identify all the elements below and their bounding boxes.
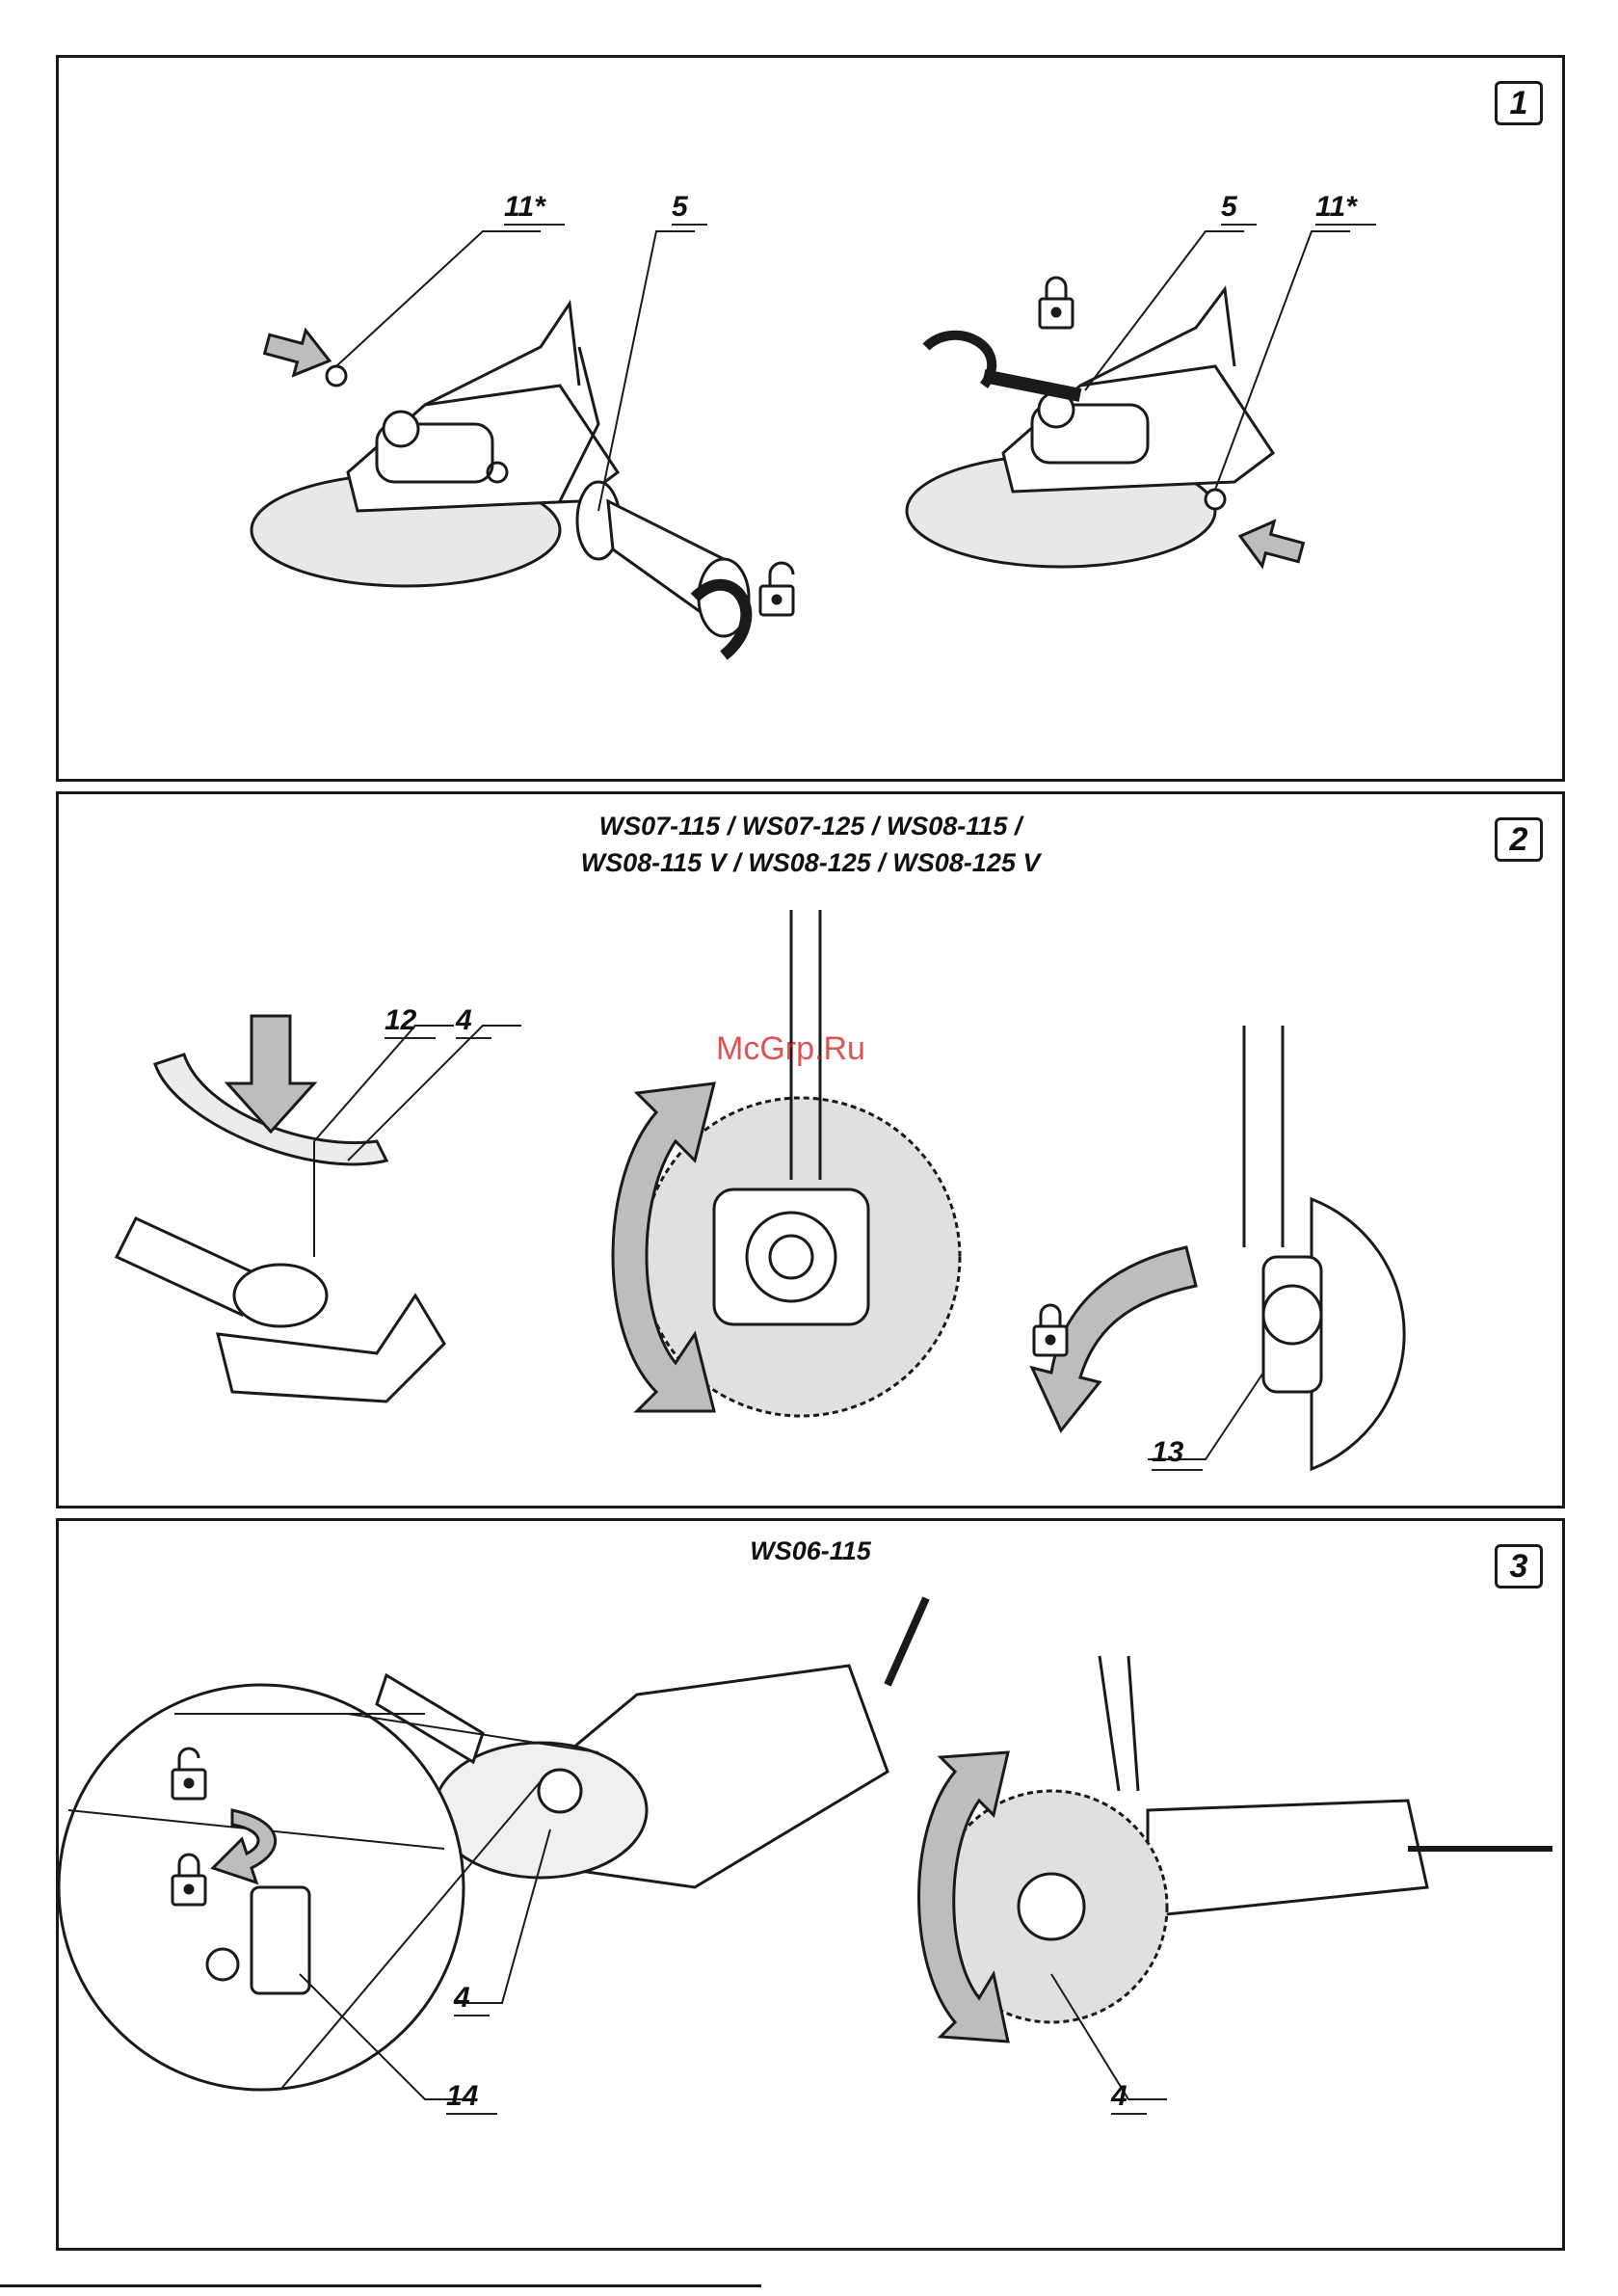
illustration-guard-adjust xyxy=(59,794,1562,1506)
lock-icon xyxy=(1040,278,1073,328)
unlock-icon xyxy=(760,563,793,615)
side-handle-left-drawing xyxy=(577,482,749,655)
label-handle-left: 5 xyxy=(672,191,688,224)
panel-1: 1 xyxy=(56,55,1565,782)
grinder-ws06-side-drawing xyxy=(936,1656,1552,2022)
label-guard-left: 4 xyxy=(454,1982,470,2015)
screw-icon xyxy=(327,366,346,386)
label-lug: 12 xyxy=(385,1004,416,1037)
arrow-icon xyxy=(261,322,335,384)
label-screw-right: 11* xyxy=(1315,191,1357,224)
label-lever: 13 xyxy=(1152,1436,1183,1469)
screw-icon xyxy=(1206,490,1225,509)
grinder-right-drawing xyxy=(907,289,1273,567)
arrow-icon xyxy=(1234,514,1307,574)
panel-2: 2 WS07-115 / WS07-125 / WS08-115 / WS08-… xyxy=(56,791,1565,1508)
watermark: McGrp.Ru xyxy=(716,1030,865,1068)
label-screw: 14 xyxy=(446,2080,478,2113)
label-screw-left: 11* xyxy=(504,191,545,224)
guard-drop-drawing xyxy=(117,1016,444,1402)
lock-icon xyxy=(1034,1305,1067,1355)
panel-3: 3 WS06-115 xyxy=(56,1518,1565,2251)
label-handle-right: 5 xyxy=(1221,191,1237,224)
footer-rule xyxy=(0,2284,761,2287)
label-guard-right: 4 xyxy=(1111,2080,1127,2113)
illustration-handle-mounting xyxy=(59,58,1562,779)
illustration-guard-ws06 xyxy=(59,1521,1562,2248)
label-guard: 4 xyxy=(456,1004,472,1037)
lever-drawing xyxy=(1244,1026,1404,1469)
